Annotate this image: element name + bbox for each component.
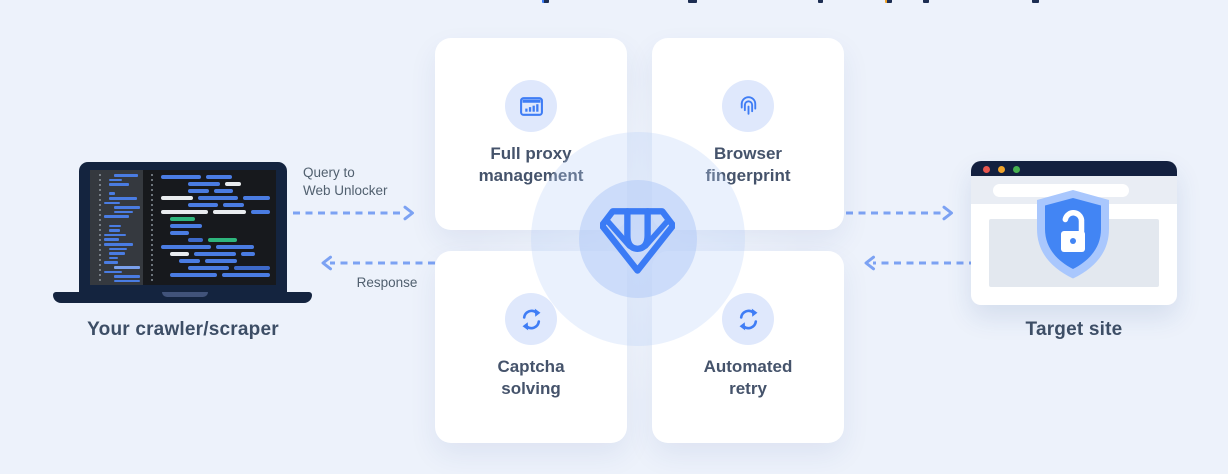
refresh-icon: [522, 308, 540, 330]
laptop-base: [53, 292, 312, 303]
unlocked-shield-icon: [1033, 187, 1113, 281]
response-label: Response: [356, 275, 418, 290]
cropped-text-remnant: [818, 0, 823, 3]
card-label: Automated retry: [703, 357, 793, 398]
traffic-light-yellow: [998, 165, 1005, 173]
query-arrow-right: [846, 205, 953, 221]
card-label: Captcha solving: [497, 357, 565, 398]
browser-titlebar: [971, 161, 1177, 176]
web-unlocker-logo: [598, 206, 677, 275]
crawler-label: Your crawler/scraper: [87, 319, 279, 340]
browser-stats-icon: [519, 96, 543, 116]
response-arrow-left: [321, 255, 435, 271]
laptop-notch: [162, 292, 208, 297]
cropped-text-remnant: [1032, 0, 1039, 3]
query-arrow-left: [293, 205, 414, 221]
traffic-light-green: [1013, 165, 1020, 173]
response-arrow-right: [864, 255, 976, 271]
editor-gutter-dots: [99, 174, 101, 281]
cropped-text-remnant: [885, 0, 892, 3]
card-browser-fingerprint: Browser fingerprint: [652, 38, 844, 230]
target-browser-window: [971, 161, 1177, 305]
card-captcha-solving: Captcha solving: [435, 251, 627, 443]
card-automated-retry: Automated retry: [652, 251, 844, 443]
card-full-proxy-management: Full proxy management: [435, 38, 627, 230]
laptop-screen: [79, 162, 287, 292]
card-label: Browser fingerprint: [705, 144, 791, 185]
card-label: Full proxy management: [478, 144, 584, 185]
laptop-display: [90, 170, 276, 285]
traffic-light-red: [983, 165, 990, 173]
refresh-icon: [739, 308, 757, 330]
fingerprint-icon: [740, 95, 756, 115]
laptop-code-minimap: [90, 170, 143, 285]
editor-gutter-dots: [151, 174, 153, 281]
cropped-text-remnant: [688, 0, 697, 3]
cropped-text-remnant: [923, 0, 929, 3]
laptop-code-main: [156, 170, 276, 285]
query-label: Query to Web Unlocker: [303, 165, 388, 198]
address-bar: [993, 184, 1129, 197]
cropped-text-remnant: [542, 0, 549, 3]
target-site-label: Target site: [1025, 319, 1123, 340]
